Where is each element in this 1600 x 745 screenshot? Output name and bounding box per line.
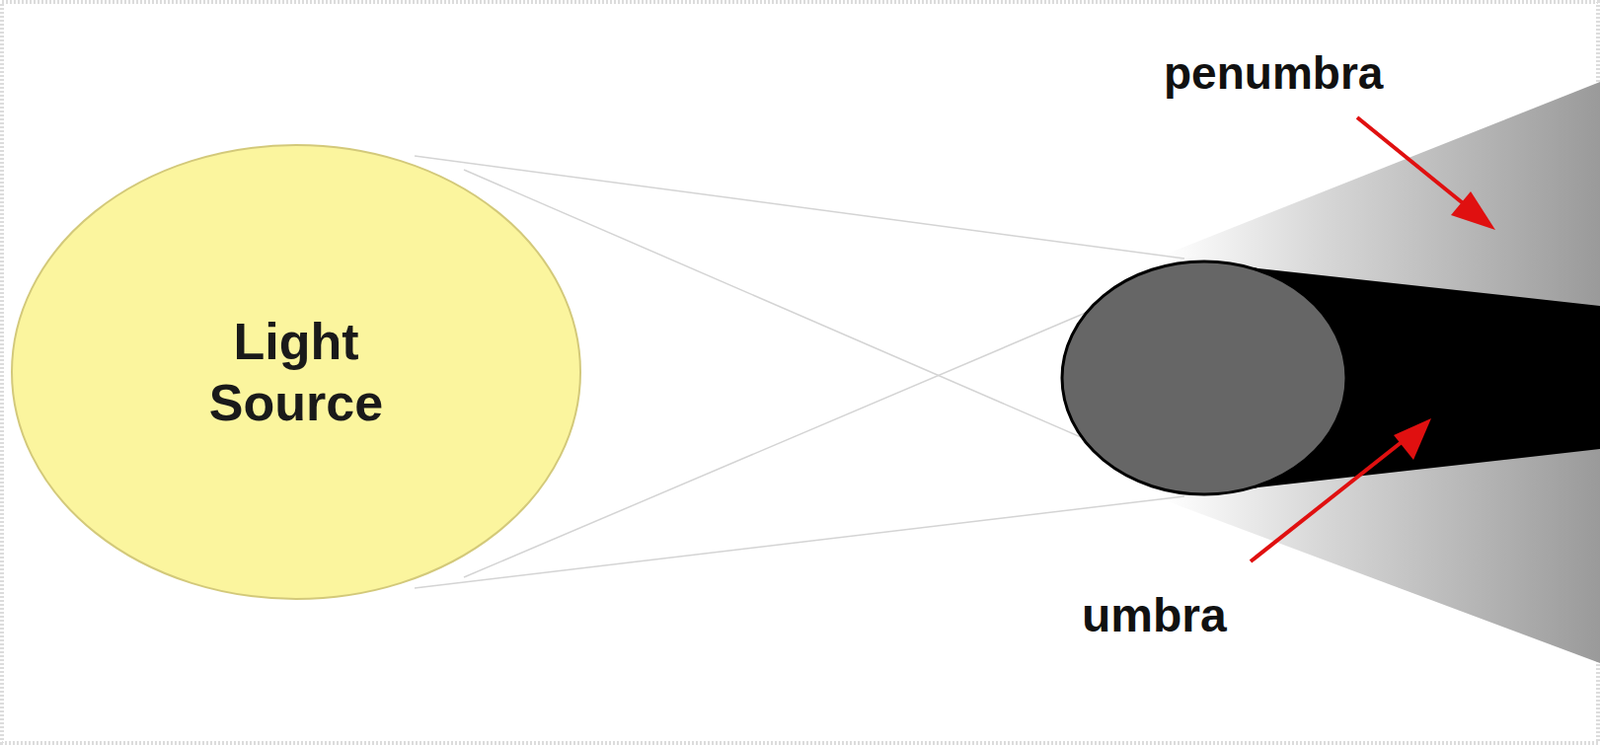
node-label: Light Source: [162, 310, 430, 435]
light-source-outline: [9, 143, 583, 602]
node-text-group: Light Source: [162, 310, 430, 435]
opaque-object: [1062, 261, 1347, 495]
region-label: penumbra: [1163, 46, 1383, 100]
pointer-arrows: [1250, 117, 1496, 562]
region-label: umbra: [1081, 588, 1227, 643]
light-source-circle: Light Source: [9, 143, 583, 602]
